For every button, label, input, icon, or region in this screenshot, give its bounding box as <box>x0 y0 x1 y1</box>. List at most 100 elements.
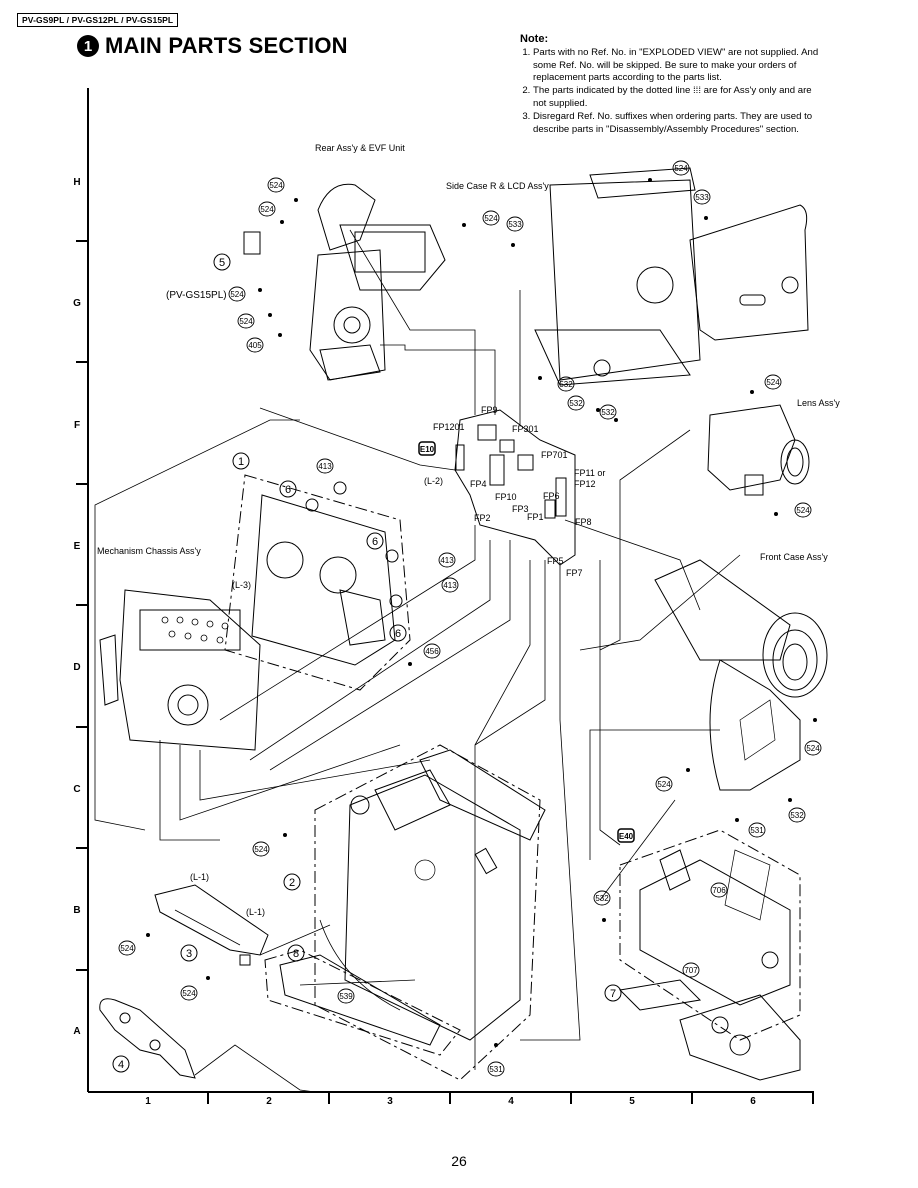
model-list: PV-GS9PL / PV-GS12PL / PV-GS15PL <box>17 13 179 27</box>
label-pv-gs15pl: (PV-GS15PL) <box>166 290 227 301</box>
column-label: 2 <box>266 1096 272 1107</box>
ref-524: 524 <box>796 506 810 515</box>
ref-413: 413 <box>318 462 332 471</box>
ref-circle-4: 4 <box>118 1059 124 1071</box>
ref-706: 706 <box>712 886 726 895</box>
ref-533: 533 <box>508 220 522 229</box>
ref-circle-3: 3 <box>186 948 192 960</box>
assembly-labels: Rear Ass'y & EVF Unit Side Case R & LCD … <box>97 143 840 917</box>
e-tags: E10 E40 <box>418 441 635 843</box>
ref-circle-8: 8 <box>293 948 299 960</box>
ref-524: 524 <box>254 845 268 854</box>
label-side-case: Side Case R & LCD Ass'y <box>446 181 549 191</box>
fp-label: FP301 <box>512 424 539 434</box>
label-front-case: Front Case Ass'y <box>760 552 828 562</box>
fp-label: FP701 <box>541 450 568 460</box>
ref-413: 413 <box>440 556 454 565</box>
ref-number-callouts: 524 524 524 524 524 405 524 533 533 532 … <box>118 160 822 1077</box>
row-label: C <box>73 784 80 795</box>
mechanism-plate-drawing <box>224 474 411 691</box>
ref-532: 532 <box>559 380 573 389</box>
ref-524: 524 <box>657 780 671 789</box>
ref-524: 524 <box>766 378 780 387</box>
ref-533: 533 <box>695 193 709 202</box>
label-l1-b: (L-1) <box>246 907 265 917</box>
label-fp11-or: FP11 or <box>574 468 605 478</box>
ref-circle-1: 1 <box>238 456 244 468</box>
lens-assy-drawing <box>707 404 810 496</box>
ref-524: 524 <box>806 744 820 753</box>
fp-label: FP3 <box>512 504 529 514</box>
side-case-drawing <box>534 167 809 386</box>
fp-labels: FP9 FP1201 FP301 FP701 FP4 FP10 FP6 FP2 … <box>433 405 592 578</box>
column-label: 3 <box>387 1096 393 1107</box>
ref-405: 405 <box>248 341 262 350</box>
fp-label: FP4 <box>470 479 487 489</box>
ref-524: 524 <box>674 164 688 173</box>
row-ticks <box>76 240 88 971</box>
ref-532: 532 <box>601 408 615 417</box>
fp-label: FP1201 <box>433 422 465 432</box>
ref-707: 707 <box>684 966 698 975</box>
fp-label: FP9 <box>481 405 498 415</box>
ref-524: 524 <box>484 214 498 223</box>
fp-label: FP1 <box>527 512 544 522</box>
rear-assy-drawing <box>243 183 446 381</box>
section-title: MAIN PARTS SECTION <box>105 33 348 58</box>
ref-circle-5: 5 <box>219 257 225 269</box>
row-label: F <box>74 420 80 431</box>
ref-circle-2: 2 <box>289 877 295 889</box>
ref-532: 532 <box>790 811 804 820</box>
ref-524: 524 <box>269 181 283 190</box>
ref-524: 524 <box>182 989 196 998</box>
column-label: 1 <box>145 1096 151 1107</box>
hand-strap-drawing <box>264 919 461 1056</box>
tag-e40: E40 <box>619 832 634 841</box>
label-mechanism-chassis: Mechanism Chassis Ass'y <box>97 546 201 556</box>
fp-label: FP10 <box>495 492 517 502</box>
front-case-drawing <box>654 559 828 791</box>
page-number: 26 <box>451 1153 467 1169</box>
circled-refs: 1 2 3 4 5 6 6 6 7 8 <box>112 253 622 1073</box>
ref-524: 524 <box>260 205 274 214</box>
note-title: Note: <box>520 33 549 45</box>
column-ticks <box>207 1092 814 1104</box>
main-body-drawing <box>314 744 546 1081</box>
ref-531: 531 <box>750 826 764 835</box>
label-rear-assy: Rear Ass'y & EVF Unit <box>315 143 405 153</box>
fp-label: FP5 <box>547 556 564 566</box>
section-heading: 1 MAIN PARTS SECTION <box>77 33 348 59</box>
ref-524: 524 <box>230 290 244 299</box>
fp-label: FP8 <box>575 517 592 527</box>
note-item: Parts with no Ref. No. in "EXPLODED VIEW… <box>533 47 820 85</box>
section-number-badge: 1 <box>77 35 99 57</box>
fp-label: FP6 <box>543 491 560 501</box>
label-fp12: FP12 <box>574 479 596 489</box>
note-item: Disregard Ref. No. suffixes when orderin… <box>533 111 820 137</box>
leader-lines <box>94 229 741 1093</box>
ref-532: 532 <box>569 399 583 408</box>
grid-labels: H G F E D C B A 1 2 3 4 5 6 <box>73 177 756 1107</box>
ref-532: 532 <box>595 894 609 903</box>
note-list: Parts with no Ref. No. in "EXPLODED VIEW… <box>520 47 820 137</box>
row-label: A <box>73 1026 80 1037</box>
column-label: 6 <box>750 1096 756 1107</box>
screws <box>146 178 817 1047</box>
ref-circle-6: 6 <box>395 628 401 640</box>
fp-label: FP7 <box>566 568 583 578</box>
row-label: G <box>73 298 81 309</box>
ref-413: 413 <box>443 581 457 590</box>
note-block: Note: Parts with no Ref. No. in "EXPLODE… <box>520 33 820 136</box>
row-label: D <box>73 662 80 673</box>
bottom-cover-drawing <box>154 884 269 966</box>
ref-456: 456 <box>425 647 439 656</box>
mechanism-chassis-drawing <box>99 589 261 751</box>
label-l3: (L-3) <box>232 580 251 590</box>
jack-board-drawing <box>618 829 801 1081</box>
ref-524: 524 <box>239 317 253 326</box>
ref-circle-6: 6 <box>372 536 378 548</box>
row-label: H <box>73 177 80 188</box>
plate-four-drawing <box>99 998 196 1079</box>
row-label: B <box>73 905 80 916</box>
